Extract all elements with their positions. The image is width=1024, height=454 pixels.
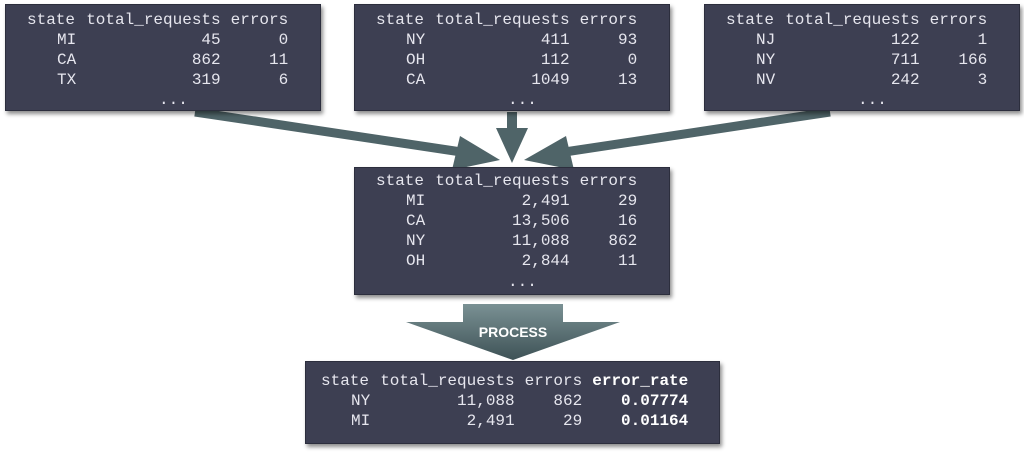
cell-total-requests: 242 [890,71,920,89]
cell-total-requests: 1049 [531,71,570,89]
merge-arrow-left [194,107,500,170]
merge-arrow-center [496,112,528,163]
cell-errors: 862 [553,392,583,410]
header-errors: errors [579,11,638,29]
cell-state: NV [756,71,776,89]
header-state: state [27,11,76,29]
merge-arrow-right [524,107,831,170]
process-arrow [406,304,620,360]
table-row: MI 45 0 [27,30,288,50]
cell-errors: 166 [958,51,988,69]
cell-state: MI [351,412,371,430]
cell-state: NY [406,232,426,250]
cell-errors: 29 [563,412,583,430]
table-row: NJ 122 1 [726,30,987,50]
cell-state: NY [756,51,776,69]
header-state: state [726,11,775,29]
cell-total-requests: 2,844 [521,252,570,270]
cell-total-requests: 411 [540,31,570,49]
header-errors: errors [579,172,638,190]
cell-total-requests: 122 [890,31,920,49]
cell-errors: 1 [977,31,988,49]
cell-errors: 11 [618,252,638,270]
cell-state: CA [57,51,77,69]
header-total-requests: total_requests [785,11,920,29]
process-label: PROCESS [478,324,548,340]
table-row: NY 11,088 862 [376,231,637,251]
cell-total-requests: 112 [540,51,570,69]
input-table-3: state total_requests errors NJ 122 1 NY … [704,4,1020,111]
header-total-requests: total_requests [435,11,570,29]
header-total-requests: total_requests [380,372,515,390]
cell-errors: 93 [618,31,638,49]
table-row: NY 711 166 [726,50,987,70]
cell-total-requests: 45 [201,31,221,49]
cell-errors: 11 [269,51,289,69]
cell-total-requests: 319 [191,71,221,89]
table-row: NY 11,088 862 0.07774 [321,391,688,411]
combined-table: state total_requests errors MI 2,491 29 … [354,167,670,295]
cell-state: NY [351,392,371,410]
table-row: CA 13,506 16 [376,211,637,231]
cell-errors: 862 [608,232,638,250]
cell-total-requests: 11,088 [457,392,515,410]
cell-state: MI [406,192,426,210]
header-state: state [376,11,425,29]
table-row: OH 112 0 [376,50,637,70]
cell-state: OH [406,51,426,69]
cell-errors: 13 [618,71,638,89]
table-row: NV 242 3 [726,70,987,90]
cell-total-requests: 2,491 [521,192,570,210]
header-state: state [321,372,370,390]
input-table-2: state total_requests errors NY 411 93 OH… [354,4,670,111]
cell-state: NY [406,31,426,49]
cell-errors: 0 [278,31,289,49]
input-table-1: state total_requests errors MI 45 0 CA 8… [5,4,321,111]
table-row: OH 2,844 11 [376,251,637,271]
header-errors: errors [929,11,988,29]
cell-errors: 6 [278,71,289,89]
cell-total-requests: 2,491 [466,412,515,430]
header-total-requests: total_requests [86,11,221,29]
cell-errors: 29 [618,192,638,210]
table-row: NY 411 93 [376,30,637,50]
cell-error-rate: 0.01164 [621,412,689,430]
cell-state: TX [57,71,77,89]
table-row: CA 862 11 [27,50,288,70]
cell-errors: 16 [618,212,638,230]
header-errors: errors [230,11,289,29]
cell-state: MI [57,31,77,49]
cell-error-rate: 0.07774 [621,392,689,410]
header-state: state [376,172,425,190]
cell-total-requests: 13,506 [512,212,570,230]
cell-errors: 0 [627,51,638,69]
cell-state: NJ [756,31,776,49]
header-total-requests: total_requests [435,172,570,190]
cell-state: CA [406,71,426,89]
cell-total-requests: 711 [890,51,920,69]
table-row: MI 2,491 29 0.01164 [321,411,688,431]
ellipsis: ... [159,91,188,109]
table-row: CA 1049 13 [376,70,637,90]
table-row: TX 319 6 [27,70,288,90]
ellipsis: ... [508,91,537,109]
cell-errors: 3 [977,71,988,89]
ellipsis: ... [508,273,537,291]
cell-total-requests: 11,088 [512,232,570,250]
header-error-rate: error_rate [592,372,689,390]
cell-total-requests: 862 [191,51,221,69]
ellipsis: ... [858,91,887,109]
result-table: state total_requests errors error_rate N… [305,361,720,444]
cell-state: CA [406,212,426,230]
table-row: MI 2,491 29 [376,191,637,211]
cell-state: OH [406,252,426,270]
header-errors: errors [524,372,583,390]
